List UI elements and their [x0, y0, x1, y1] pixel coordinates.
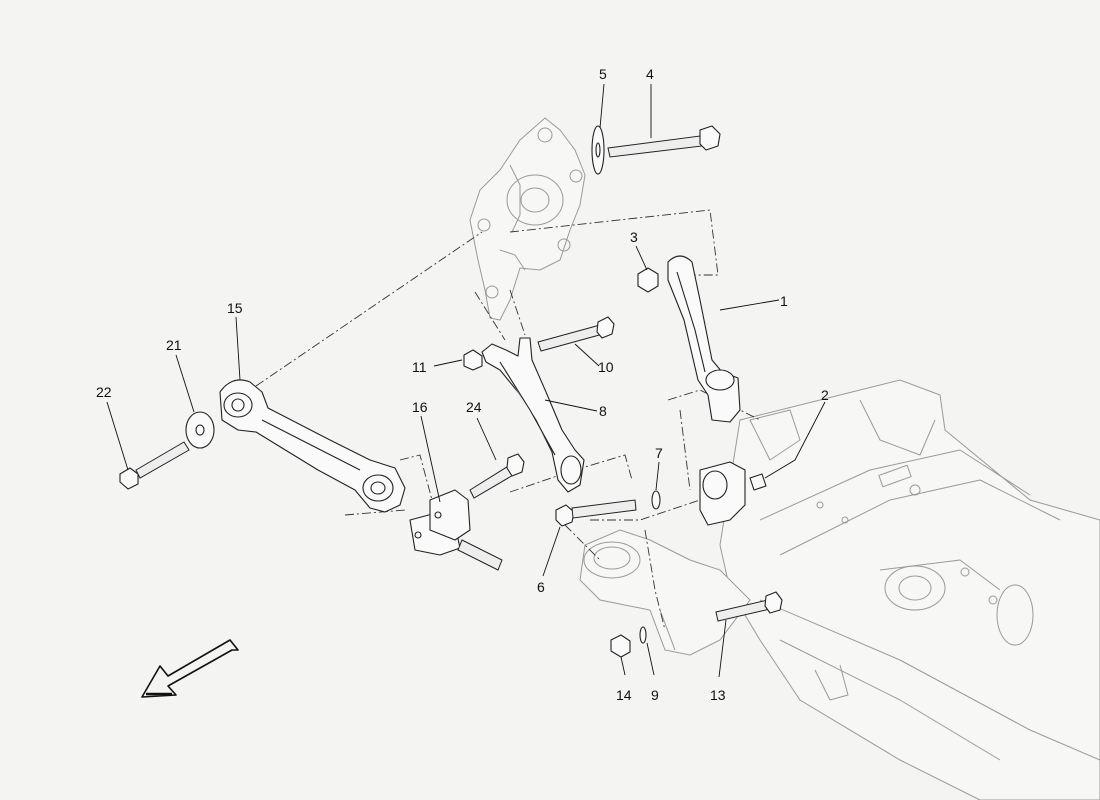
- callout-labels: 1 2 3 4 5 6 7 8 9 10 11 13 14 15 16 21 2…: [96, 66, 829, 703]
- part-3-nut: [637, 267, 659, 293]
- part-9-washer: [639, 626, 647, 644]
- callout-3: 3: [630, 229, 638, 245]
- hub-carrier: [469, 117, 586, 321]
- part-16-adjuster-bracket: [409, 489, 503, 571]
- part-2-bushing-mount: [699, 461, 767, 526]
- callout-15: 15: [227, 300, 243, 316]
- callout-16: 16: [412, 399, 428, 415]
- part-24-bolt: [469, 453, 525, 499]
- callout-21: 21: [166, 337, 182, 353]
- rear-subframe: [719, 379, 1100, 800]
- part-5-washer: [591, 125, 605, 175]
- part-4-bolt: [607, 125, 721, 158]
- part-8-control-arm: [481, 337, 585, 493]
- callout-1: 1: [780, 293, 788, 309]
- callout-8: 8: [599, 403, 607, 419]
- part-10-bolt: [537, 316, 615, 352]
- assembly-centerlines: [255, 209, 761, 631]
- part-14-nut: [610, 634, 631, 658]
- callout-7: 7: [655, 445, 663, 461]
- callout-2: 2: [821, 387, 829, 403]
- callout-5: 5: [599, 66, 607, 82]
- part-22-bolt: [119, 441, 190, 490]
- leader-lines: [106, 83, 826, 678]
- subframe-mount-bracket: [579, 529, 751, 656]
- callout-24: 24: [466, 399, 482, 415]
- part-11-nut: [463, 349, 483, 371]
- part-21-washer: [185, 411, 215, 449]
- front-direction-arrow: [141, 639, 239, 698]
- part-7-washer: [651, 490, 661, 510]
- part-6-bolt: [555, 499, 637, 527]
- callout-22: 22: [96, 384, 112, 400]
- callout-11: 11: [412, 359, 427, 375]
- callout-14: 14: [616, 687, 632, 703]
- callout-13: 13: [710, 687, 726, 703]
- part-15-toe-link: [219, 379, 406, 513]
- part-1-vertical-link: [667, 255, 741, 423]
- callout-10: 10: [598, 359, 614, 375]
- callout-4: 4: [646, 66, 654, 82]
- callout-6: 6: [537, 579, 545, 595]
- part-13-bolt: [715, 591, 783, 622]
- callout-9: 9: [651, 687, 659, 703]
